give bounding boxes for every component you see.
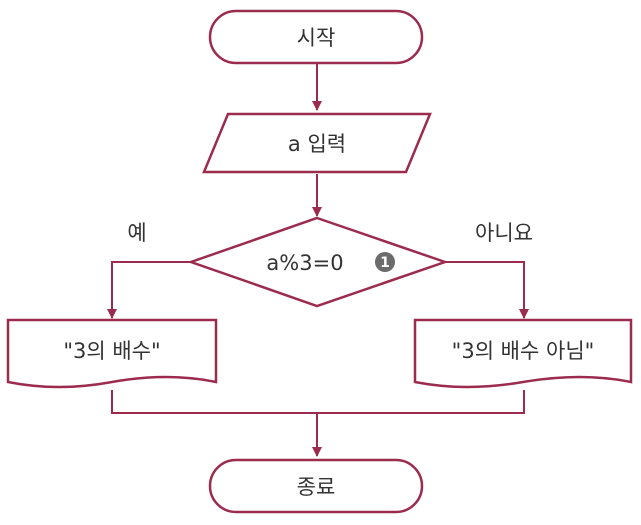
start-label: 시작 [297, 26, 336, 50]
no-output-document [413, 318, 633, 389]
yes-output-label: "3의 배수" [63, 339, 160, 363]
no-branch-label: 아니요 [475, 221, 533, 245]
end-terminal [208, 458, 424, 514]
connector-decision-no [445, 261, 529, 319]
decision-label: a%3=0 [266, 251, 343, 275]
no-output-label: "3의 배수 아님" [452, 339, 595, 363]
start-terminal [208, 9, 424, 65]
connector-merge [111, 390, 525, 414]
yes-branch-label: 예 [127, 221, 146, 245]
input-label: a 입력 [288, 132, 346, 156]
step-badge [375, 252, 395, 272]
connector-decision-yes [107, 261, 191, 319]
yes-output-document [6, 318, 218, 389]
end-label: 종료 [297, 475, 336, 499]
decision-diamond [187, 216, 449, 308]
step-badge-number: 1 [380, 255, 390, 271]
input-parallelogram [202, 112, 432, 174]
